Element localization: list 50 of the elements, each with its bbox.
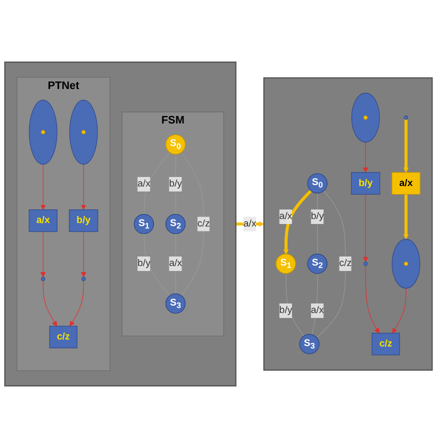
- arrow: [365, 265, 380, 334]
- arrow: [40, 231, 46, 278]
- connector: [312, 273, 318, 336]
- connector: [144, 234, 170, 296]
- arrow: [80, 231, 86, 278]
- arrow: [403, 119, 409, 173]
- node-box: a/x: [28, 209, 58, 232]
- arrow: [40, 164, 46, 210]
- edge-label: c/z: [197, 218, 210, 229]
- arrow: [362, 142, 368, 173]
- cluster: [28, 100, 58, 165]
- arrow: [42, 280, 58, 326]
- cluster: [4, 62, 236, 386]
- connector: [286, 273, 304, 337]
- connector: [144, 152, 170, 215]
- arrow: [70, 280, 84, 326]
- node-circle: [363, 115, 368, 120]
- cluster: [69, 100, 98, 165]
- node-box: a/x: [392, 172, 420, 195]
- arrow: [392, 288, 406, 334]
- edge-label: b/y: [137, 258, 150, 269]
- node-circle: [404, 115, 408, 120]
- edge-label: a/x: [279, 211, 292, 222]
- node-circle: [81, 130, 86, 134]
- edge-label: b/y: [279, 305, 292, 316]
- node-box: b/y: [351, 172, 380, 195]
- arrow: [283, 190, 312, 254]
- edge-label: c/z: [339, 258, 352, 269]
- arrow: [80, 164, 86, 210]
- edge-label: a/x: [169, 258, 182, 269]
- cluster: [351, 92, 380, 142]
- node-circle: [81, 276, 86, 281]
- cluster: [263, 77, 433, 371]
- cluster: [392, 238, 420, 289]
- node-circle: [404, 262, 408, 266]
- arrow: [403, 194, 409, 240]
- node-circle: [41, 130, 46, 134]
- edge-label: b/y: [310, 211, 324, 222]
- node-box: c/z: [49, 326, 78, 348]
- connector: [181, 152, 204, 296]
- edge-label: a/x: [310, 305, 324, 316]
- node-circle: [363, 262, 368, 266]
- node-box: c/z: [372, 332, 400, 356]
- node-circle: [41, 276, 46, 281]
- edge-label: a/x: [243, 218, 256, 229]
- node-box: b/y: [68, 209, 98, 232]
- arrow: [362, 194, 368, 262]
- edge-label: a/x: [137, 178, 150, 190]
- edge-label: b/y: [169, 178, 182, 190]
- connector: [316, 190, 346, 338]
